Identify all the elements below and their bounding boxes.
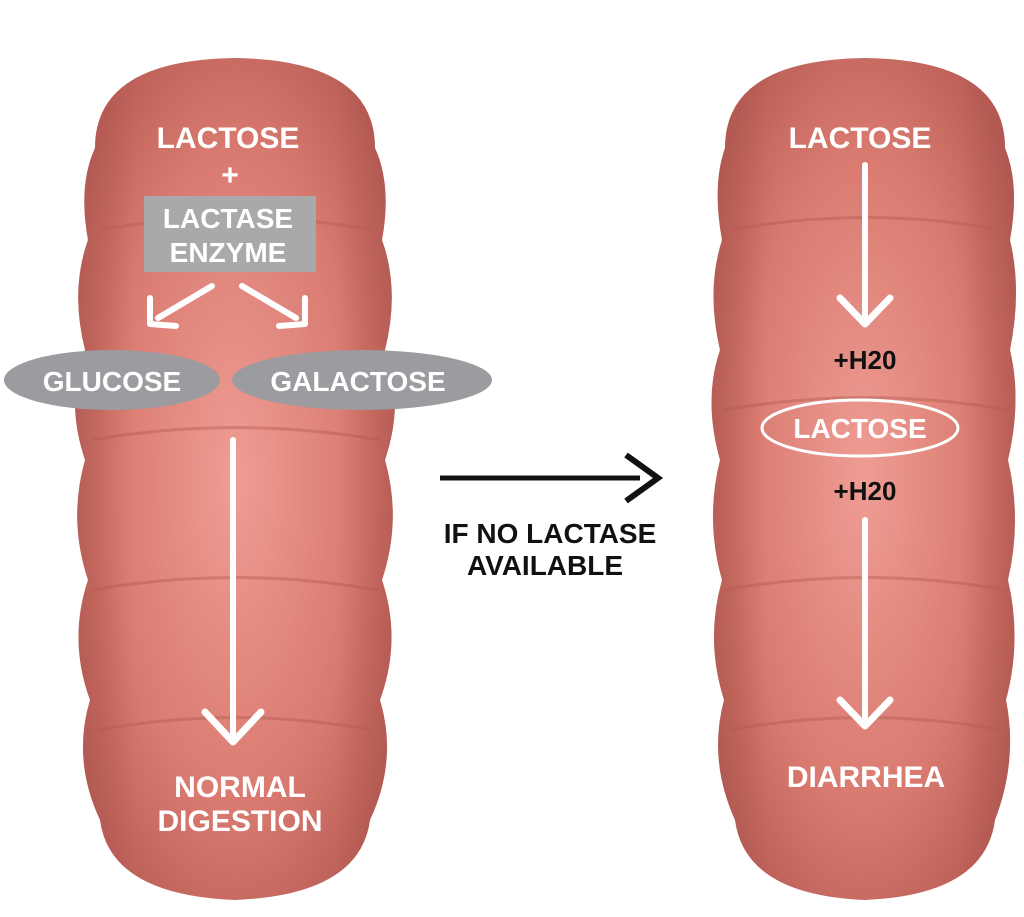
right-lower-arrow (836, 517, 894, 730)
right-intestine (711, 58, 1016, 900)
water-top-label: +H20 (834, 345, 897, 375)
glucose-label: GLUCOSE (43, 366, 181, 397)
right-lactose-top-label: LACTOSE (789, 122, 932, 155)
lactase-enzyme-label-line2: ENZYME (170, 237, 287, 268)
split-arrow-left (147, 283, 215, 329)
right-intestine-shading (711, 58, 1016, 900)
normal-digestion-label-line1: NORMAL (174, 771, 306, 804)
galactose-ellipse (232, 350, 492, 410)
left-lactose-label: LACTOSE (157, 122, 300, 155)
transition-label-line2: AVAILABLE (467, 550, 623, 581)
lactase-enzyme-box (144, 196, 316, 272)
right-lactose-middle-label: LACTOSE (793, 413, 926, 444)
diarrhea-label: DIARRHEA (787, 761, 945, 794)
right-upper-arrow (836, 162, 894, 328)
water-bottom-label: +H20 (834, 476, 897, 506)
normal-digestion-label-line2: DIGESTION (157, 805, 322, 838)
plus-sign: + (221, 159, 239, 192)
transition-arrow (440, 452, 664, 504)
glucose-ellipse (4, 350, 220, 410)
lactase-enzyme-label-line1: LACTASE (163, 203, 293, 234)
split-arrow-right (239, 283, 308, 329)
lactose-middle-ellipse (760, 398, 960, 458)
transition-label-line1: IF NO LACTASE (444, 518, 657, 549)
galactose-label: GALACTOSE (270, 366, 445, 397)
left-down-arrow (201, 437, 265, 746)
